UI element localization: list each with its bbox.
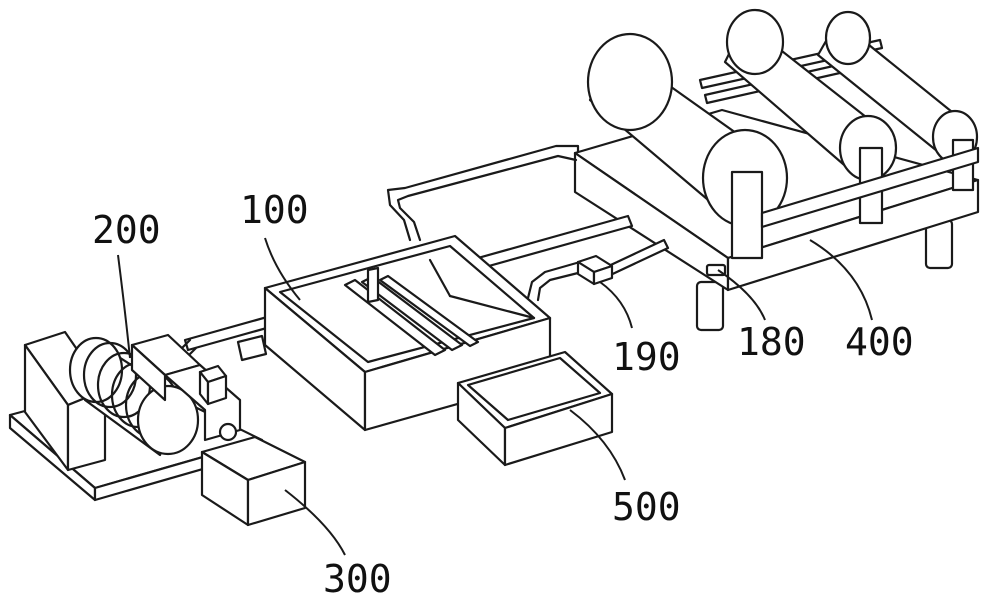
- tank-divider: [366, 266, 380, 304]
- label-180: 180: [737, 320, 806, 364]
- roller-frame-assembly: [573, 8, 980, 332]
- leader-200: [117, 254, 131, 359]
- unwind-stand-front: [130, 343, 167, 402]
- label-190: 190: [612, 335, 681, 379]
- roller-middle: [723, 8, 898, 225]
- treatment-tank: [263, 234, 552, 432]
- tank-inner-edge-2: [448, 294, 536, 320]
- reference-labels: 200 100 190 180 400 500 300: [92, 188, 914, 600]
- label-200: 200: [92, 208, 161, 252]
- tank-guide-3: [378, 274, 480, 348]
- label-100: 100: [240, 188, 309, 232]
- pipe-upper-inner: [396, 154, 578, 242]
- tank-right-elbow-inner: [536, 270, 584, 302]
- bearing-block-190: [576, 254, 614, 286]
- tank-inner-edge: [428, 258, 452, 298]
- leader-300: [284, 489, 346, 556]
- collection-tray: [456, 350, 614, 467]
- label-400: 400: [845, 320, 914, 364]
- shaft-collar: [236, 334, 268, 362]
- tank-right-elbow: [526, 260, 582, 300]
- tray-right: [503, 392, 614, 467]
- unwind-shaft-end: [218, 422, 238, 442]
- label-300: 300: [323, 557, 392, 600]
- unwinding-unit: [8, 330, 268, 502]
- leader-400: [809, 239, 873, 321]
- leader-180: [717, 269, 766, 321]
- frame-side-bar: [760, 146, 980, 229]
- leader-190: [599, 281, 633, 329]
- motor-box-right: [246, 460, 307, 527]
- frame-table-right: [726, 178, 980, 292]
- tray-inner: [466, 356, 602, 422]
- unwind-block-side: [206, 374, 228, 406]
- leader-500: [569, 409, 626, 481]
- motor-box: [200, 435, 307, 527]
- roller-front: [586, 32, 789, 260]
- roller-back: [816, 10, 979, 192]
- leader-100: [264, 237, 301, 301]
- label-500: 500: [612, 485, 681, 529]
- frame-leg-front-left: [695, 280, 725, 332]
- leader-lines: [117, 237, 873, 556]
- pipe-upper-outer: [386, 144, 580, 242]
